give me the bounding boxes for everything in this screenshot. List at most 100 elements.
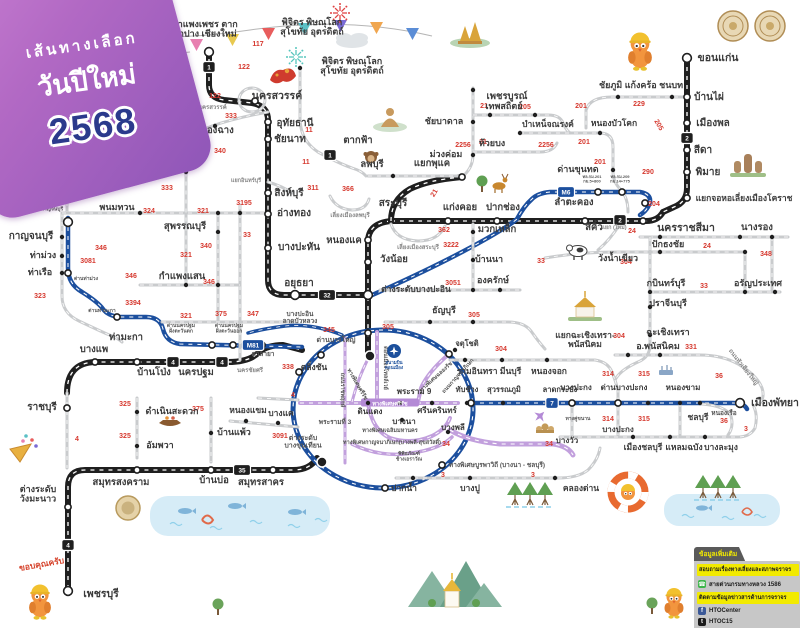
place-label: กำแพงเพชร ตากลำปาง เชียงใหม่ [172,19,237,39]
ancient-part [541,423,549,431]
place-label-line: ท่าเรือ [28,266,52,277]
station-node [251,97,259,105]
burst-part [340,13,346,19]
mascot-part [642,44,645,48]
station-node [63,404,71,412]
place-label: พระราม 9 [397,387,432,396]
road-number: 21 [480,103,488,110]
seal-icon [717,10,749,42]
mascot-part [672,601,676,604]
bunting-part [370,22,383,34]
legend-facebook: HTOCenter [709,608,741,614]
phimai-part [755,161,762,173]
junction-dot [772,289,778,295]
port-part [661,365,672,370]
road-number: 204 [648,201,660,208]
place-label: ปราจีนบุรี [649,298,687,309]
place-label-line: พนัสนิคม [568,339,602,349]
junction-dot [470,319,476,325]
place-label-line: องครักษ์ [477,274,509,285]
place-label: นครราชสีมา [657,221,715,234]
place-label-line: นครราชสีมา [657,221,715,234]
place-label-line: เมืองชลบุรี [624,442,663,453]
title-text-group: เส้นทางเลือก วันปีใหม่ 2568 [6,23,171,158]
legend-ask-line: สอบถามเรื่องทางเลี่ยงและสภาพจราจร [697,564,799,576]
place-label: บางวัว [556,436,579,445]
junction-dot [677,400,683,406]
planeP-part [534,411,545,422]
road-number: 201 [578,139,590,146]
station-node [269,466,277,474]
dragon-part [270,68,296,84]
junction-dot [397,400,403,406]
burst-part [301,49,304,52]
junction-dot [470,257,476,263]
place-label-line: บ้านบ่อ [199,474,229,486]
road-center-dash [247,325,343,336]
place-label: เมืองชลบุรี [624,442,663,453]
place-label-line: นครชัยศรี [237,366,264,374]
station-node [618,188,626,196]
legend-twitter: HTOC15 [709,619,733,625]
place-label: ด่านท่าม่วง [74,275,99,282]
mangrove-part [699,488,707,499]
road-number: 348 [760,251,772,258]
junction-dot [365,400,371,406]
place-label-line: สุโขทัย อุตรดิตถ์ [320,65,383,77]
burst-part [340,7,346,13]
road-number: 305 [382,324,394,331]
phimai-part [734,161,741,173]
mascot-icon [664,588,684,619]
sea-part [314,517,328,523]
place-label-line: ศาลายา [252,351,275,358]
mascot-part [640,66,647,71]
place-label: ปากน้ำ [391,481,417,493]
place-label-line: จตุโชติ [455,338,478,348]
mangrove-part [522,482,538,495]
mangrove-icon [694,475,742,501]
sealRing-part [121,501,135,515]
place-label: ดำเนินสะดวก [146,406,199,416]
place-label-line: อรัญประเทศ [734,278,782,289]
place-label: แยกอินทร์บุรี [231,177,261,184]
place-label-line: ชัยบาดาล [425,116,464,126]
place-label-line: ด่านท่าม่วง [74,275,99,282]
junction-dot [625,352,631,358]
station-node [289,289,301,301]
road-center-dash [208,50,368,296]
monkey-part [367,155,375,162]
place-label: พระรามที่ 3 [319,416,352,426]
place-label-line: ต่างระดับบางปะอิน [381,284,451,294]
mtwat-part [444,590,460,608]
place-label-line: อุทัยธานี [276,117,313,129]
junction-dot [365,319,371,325]
route-badge-number: 32 [323,292,331,299]
route-badge-number: 1 [328,152,332,159]
road-number: 314 [602,371,614,378]
junction-dot [615,94,621,100]
place-label: นครสวรรค์ [252,89,302,102]
station-node [295,368,303,376]
junction-dot [297,65,303,71]
mascot-part [677,603,684,613]
dragon-icon [270,68,296,84]
junction-dot [243,418,249,424]
place-label: ชัยภูมิ แก้งคร้อ ชนบท [599,80,683,91]
place-label: ชัยบาดาล [425,116,464,126]
tree-part [651,608,653,614]
junction-dot [215,210,221,216]
burst-part [332,5,335,8]
road-number: 315 [638,371,650,378]
place-label-line: อ.พนัสนิคม [636,341,680,351]
twitter-icon: t [698,618,706,626]
road-number: 3081 [80,258,96,265]
junction-dot [427,319,433,325]
cloud-part [350,33,368,43]
junction-dot [275,420,281,426]
road-number: 366 [342,186,354,193]
place-label-line: อยุธยา [284,278,313,289]
junction-dot [208,430,214,436]
road [447,427,576,458]
sea-part [249,519,263,525]
